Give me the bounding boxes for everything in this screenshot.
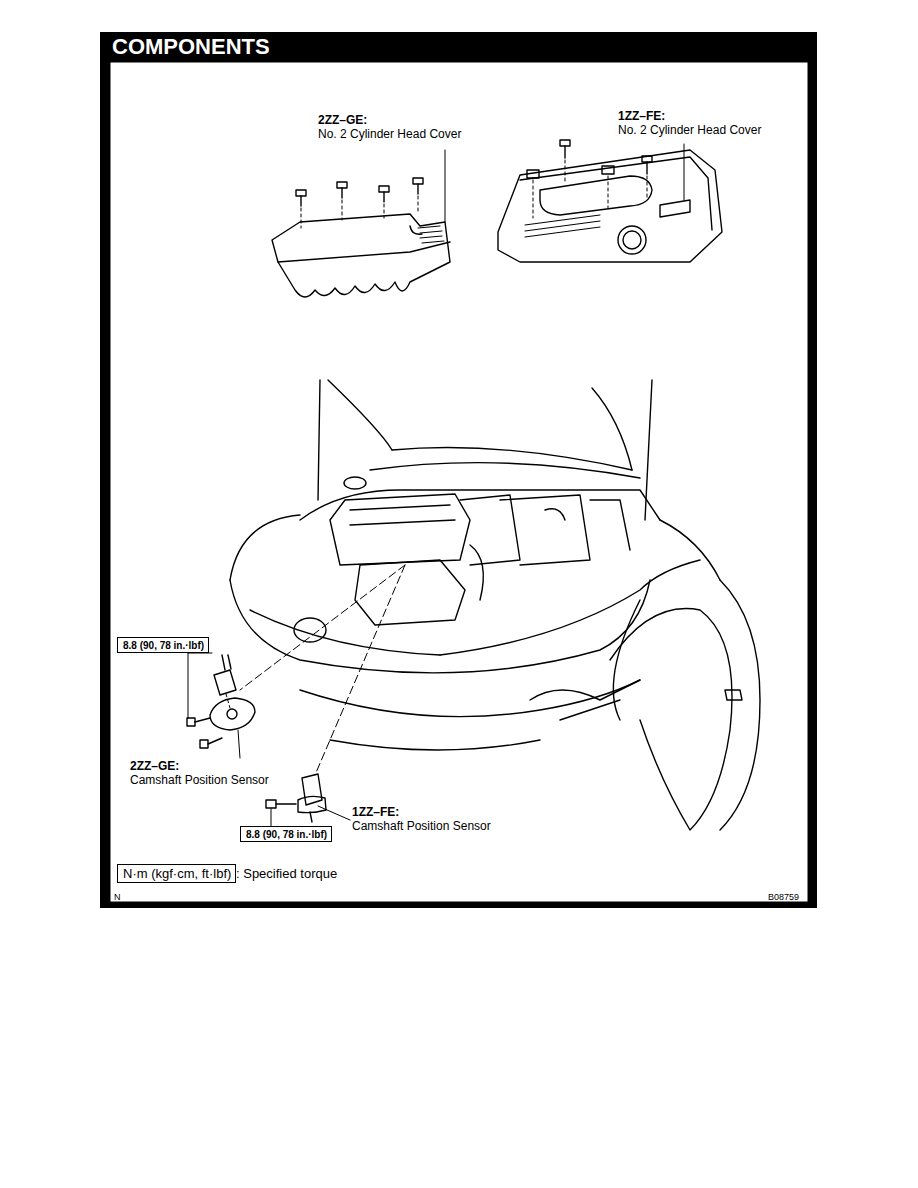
part-name: No. 2 Cylinder Head Cover xyxy=(618,124,761,138)
part-name: Camshaft Position Sensor xyxy=(352,820,491,834)
bolt xyxy=(296,178,423,206)
head-cover xyxy=(498,150,722,262)
corner-mark: N xyxy=(114,892,121,902)
torque-box: 8.8 (90, 78 in.·lbf) xyxy=(240,826,332,842)
panel xyxy=(110,62,808,902)
legend-box: N·m (kgf·cm, ft·lbf) xyxy=(117,864,236,883)
engine-label: 1ZZ–FE: xyxy=(352,806,399,820)
figure-number: B08759 xyxy=(768,892,799,902)
engine-label: 2ZZ–GE: xyxy=(130,760,179,774)
diagram-title: COMPONENTS xyxy=(112,34,270,59)
box-text: N·m (kgf·cm, ft·lbf) xyxy=(123,867,230,882)
bolt xyxy=(527,140,652,178)
camshaft-sensor xyxy=(210,655,255,730)
engine-label: 2ZZ–GE: xyxy=(318,114,367,128)
torque-box: 8.8 (90, 78 in.·lbf) xyxy=(117,637,209,653)
bolt xyxy=(266,800,296,808)
legend-text: : Specified torque xyxy=(236,867,337,882)
part-name: Camshaft Position Sensor xyxy=(130,774,269,788)
engine-label: 1ZZ–FE: xyxy=(618,110,665,124)
box-text: 8.8 (90, 78 in.·lbf) xyxy=(246,829,326,841)
frame xyxy=(100,32,817,908)
box-text: 8.8 (90, 78 in.·lbf) xyxy=(123,640,203,652)
bolt xyxy=(187,718,222,748)
head-cover xyxy=(272,214,450,297)
camshaft-sensor xyxy=(298,774,326,822)
part-name: No. 2 Cylinder Head Cover xyxy=(318,128,461,142)
